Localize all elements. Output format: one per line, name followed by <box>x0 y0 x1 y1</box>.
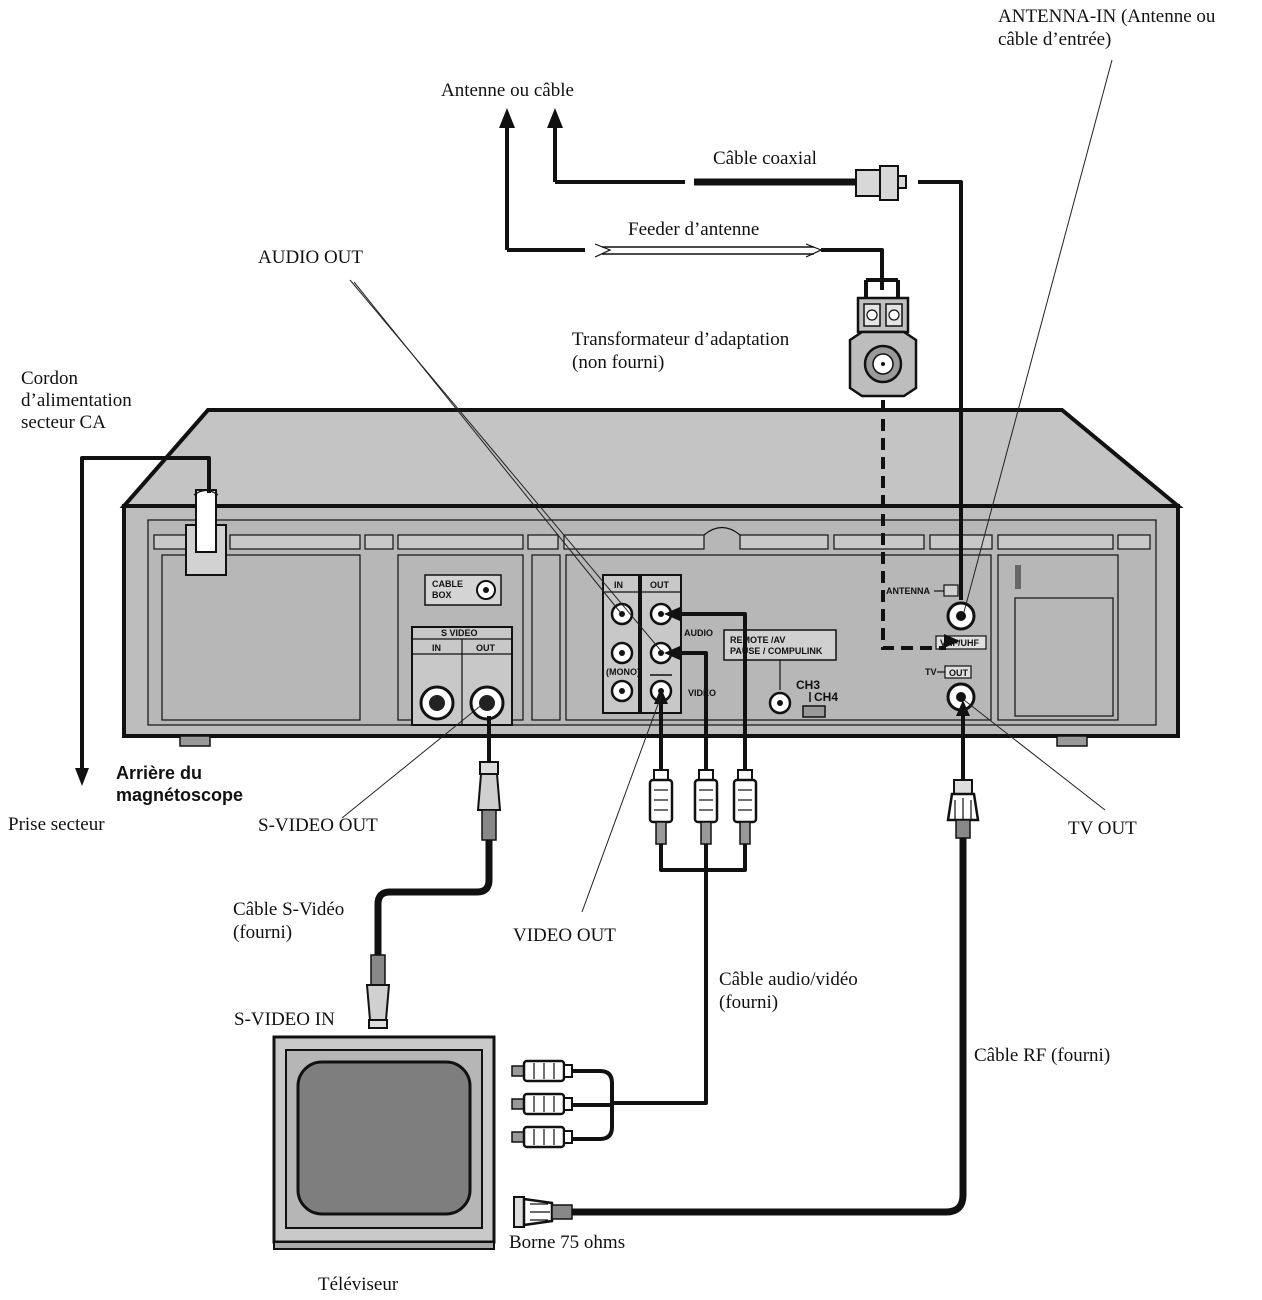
rf-plug-tv <box>513 1196 573 1228</box>
vcr-top <box>119 408 1184 508</box>
power-cord-clamp <box>185 489 227 576</box>
ch3-label: CH3 <box>796 678 820 692</box>
antenna-arrow-right <box>547 108 563 128</box>
rf-cable <box>572 838 967 1216</box>
label-cordon-3: secteur CA <box>21 412 106 433</box>
label-tv-out: TV OUT <box>1068 818 1137 839</box>
rca-plugs-vcr <box>648 769 758 845</box>
vcr-rail <box>153 526 1151 550</box>
label-transfo-1: Transformateur d’adaptation <box>572 329 790 350</box>
ch-switch[interactable] <box>802 705 826 718</box>
label-cable-svideo-2: (fourni) <box>233 922 292 943</box>
svideo-jack-block: S VIDEO IN OUT <box>411 626 513 726</box>
svideo-plug-bottom <box>365 954 391 1029</box>
video-label: VIDEO <box>688 688 716 698</box>
label-cordon-1: Cordon <box>21 368 79 389</box>
label-transfo-2: (non fourni) <box>572 352 664 373</box>
labels: ANTENNA-IN (Antenne ou câble d’entrée) A… <box>8 6 1216 1295</box>
label-antenna-in-2: câble d’entrée) <box>998 29 1111 50</box>
power-arrow <box>75 768 89 786</box>
label-prise-secteur: Prise secteur <box>8 814 105 835</box>
svideo-header: S VIDEO <box>441 628 478 638</box>
vcr-left-panel <box>161 554 361 721</box>
av-out-label: OUT <box>650 580 670 590</box>
audio-l-lead <box>677 612 747 770</box>
label-cable-av-2: (fourni) <box>719 992 778 1013</box>
label-cable-rf: Câble RF (fourni) <box>974 1045 1110 1066</box>
compulink-jack[interactable] <box>768 691 792 715</box>
antenna-in-jack[interactable] <box>946 601 976 631</box>
remote-label-1: REMOTE /AV <box>730 635 785 645</box>
rf-plug-top <box>946 779 980 839</box>
cable-box-jack[interactable]: CABLE BOX <box>424 574 502 606</box>
vhf-uhf-label: VHF/UHF <box>940 638 979 648</box>
vcr-right-panel <box>997 554 1119 721</box>
rca-plugs-tv <box>511 1059 573 1149</box>
feeder-cable <box>594 243 823 258</box>
leader-lines <box>341 59 1113 913</box>
antenna-in-cable <box>918 180 963 600</box>
label-televiseur: Téléviseur <box>318 1274 399 1295</box>
vcr-io-panel <box>565 554 992 721</box>
label-cable-svideo-1: Câble S-Vidéo <box>233 899 344 920</box>
label-svideo-out: S-VIDEO OUT <box>258 815 378 836</box>
antenna-dashed-link <box>881 400 946 650</box>
power-cord <box>80 456 211 770</box>
label-antenne-ou-cable: Antenne ou câble <box>441 80 574 101</box>
mono-label: (MONO) <box>606 667 640 677</box>
audio-in-r-jack[interactable] <box>610 641 634 665</box>
svideo-out-label: OUT <box>476 643 496 653</box>
remote-label-2: PAUSE / COMPULINK <box>730 646 823 656</box>
cable-box-label-2: BOX <box>432 590 452 600</box>
cable-box-label-1: CABLE <box>432 579 463 589</box>
tv-screen <box>296 1060 472 1216</box>
coaxial-plug <box>855 165 907 201</box>
svideo-plug-top <box>476 761 502 841</box>
audio-label: AUDIO <box>684 628 713 638</box>
svideo-in-label: IN <box>432 643 441 653</box>
label-feeder: Feeder d’antenne <box>628 219 759 240</box>
label-arriere-1: Arrière du <box>116 763 202 783</box>
label-audio-out: AUDIO OUT <box>258 247 363 268</box>
label-cable-coaxial: Câble coaxial <box>713 148 817 169</box>
av-in-label: IN <box>614 580 623 590</box>
label-arriere-2: magnétoscope <box>116 785 243 805</box>
av-cable <box>612 844 747 1105</box>
remote-compulink-block: REMOTE /AV PAUSE / COMPULINK CH3 CH4 <box>723 629 838 718</box>
label-cordon-2: d’alimentation <box>21 390 132 411</box>
label-borne: Borne 75 ohms <box>509 1232 625 1253</box>
matching-transformer <box>848 296 918 398</box>
label-antenna-in-1: ANTENNA-IN (Antenne ou <box>998 6 1216 27</box>
feeder-right-lead <box>821 248 884 290</box>
label-cable-av-1: Câble audio/vidéo <box>719 969 858 990</box>
tv-out-box-label: OUT <box>949 668 969 678</box>
antenna-label: ANTENNA <box>886 586 930 596</box>
tv-label: TV <box>925 667 937 677</box>
video-in-jack[interactable] <box>610 679 634 703</box>
audio-r-lead <box>677 651 708 770</box>
television <box>272 1035 496 1250</box>
svideo-cable <box>374 840 493 955</box>
antenna-arrow-left <box>499 108 515 128</box>
ch4-label: CH4 <box>814 690 838 704</box>
label-video-out: VIDEO OUT <box>513 925 616 946</box>
audio-in-jack[interactable] <box>610 602 634 626</box>
label-svideo-in: S-VIDEO IN <box>234 1009 335 1030</box>
